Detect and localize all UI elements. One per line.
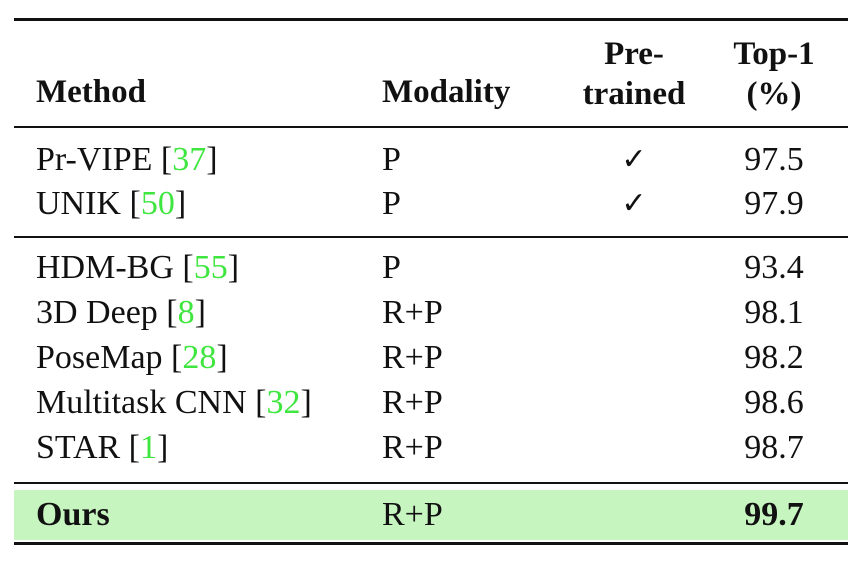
top1-cell: 97.5 [744, 141, 804, 178]
table-row: 3D Deep [8] R+P 98.1 [14, 291, 848, 335]
method-cell: Multitask CNN [32] [36, 381, 312, 425]
ours-method: Ours [36, 496, 110, 533]
modality-cell: P [382, 185, 401, 222]
method-bracket: ] [174, 185, 187, 222]
modality-cell: P [382, 249, 401, 286]
header-row: Method Modality Pre- trained Top-1 (%) [14, 34, 848, 134]
method-cell: Pr-VIPE [37] [36, 138, 218, 182]
ours-highlight [14, 490, 848, 540]
top1-cell: 97.9 [744, 185, 804, 222]
method-bracket: ] [194, 294, 206, 331]
check-icon: ✓ [621, 142, 647, 177]
method-name: Multitask CNN [ [36, 384, 267, 421]
method-bracket: ] [216, 339, 228, 376]
header-rule [14, 126, 848, 128]
top1-cell: 98.2 [744, 339, 804, 376]
header-top1-line2: (%) [746, 76, 802, 112]
citation-link[interactable]: 32 [266, 384, 301, 421]
method-cell: 3D Deep [8] [36, 291, 206, 335]
top-rule [14, 18, 848, 21]
table-row: UNIK [50] P ✓ 97.9 [14, 182, 848, 226]
top1-cell: 98.7 [744, 429, 804, 466]
bottom-rule [14, 542, 848, 545]
pretrained-cell [574, 246, 694, 290]
modality-cell: R+P [382, 429, 443, 466]
ours-top1: 99.7 [744, 496, 804, 533]
citation-link[interactable]: 55 [193, 249, 228, 286]
method-name: Pr-VIPE [ [36, 141, 173, 178]
citation-link[interactable]: 1 [140, 429, 158, 466]
table-row: Pr-VIPE [37] P ✓ 97.5 [14, 138, 848, 182]
top1-cell: 98.6 [744, 384, 804, 421]
ours-modality: R+P [382, 496, 443, 533]
method-bracket: ] [300, 384, 312, 421]
pretrained-cell [574, 291, 694, 335]
method-name: PoseMap [ [36, 339, 183, 376]
header-pretrained: Pre- trained [574, 34, 694, 114]
method-cell: STAR [1] [36, 426, 168, 470]
citation-link[interactable]: 50 [140, 185, 175, 222]
header-pretrained-line2: trained [582, 76, 686, 112]
ours-pretrained [574, 493, 694, 537]
method-cell: PoseMap [28] [36, 336, 228, 380]
top1-cell: 98.1 [744, 294, 804, 331]
modality-cell: R+P [382, 384, 443, 421]
method-bracket: ] [157, 429, 169, 466]
ours-rule [14, 482, 848, 484]
header-top1-line1: Top-1 [733, 36, 815, 72]
method-bracket: ] [227, 249, 240, 286]
table-row: STAR [1] R+P 98.7 [14, 426, 848, 470]
method-cell: HDM-BG [55] [36, 246, 239, 290]
method-name: STAR [ [36, 429, 141, 466]
top1-cell: 93.4 [744, 249, 804, 286]
pretrained-cell [574, 426, 694, 470]
header-modality: Modality [382, 74, 511, 110]
pretrained-cell [574, 336, 694, 380]
modality-cell: P [382, 141, 401, 178]
check-icon: ✓ [621, 186, 647, 221]
table-row: Multitask CNN [32] R+P 98.6 [14, 381, 848, 425]
method-bracket: ] [206, 141, 218, 178]
pretrained-cell [574, 381, 694, 425]
table-row: PoseMap [28] R+P 98.2 [14, 336, 848, 380]
method-cell: UNIK [50] [36, 182, 186, 226]
header-pretrained-line1: Pre- [604, 36, 664, 72]
ours-row: Ours R+P 99.7 [14, 493, 848, 537]
citation-link[interactable]: 8 [177, 294, 195, 331]
header-method: Method [36, 74, 146, 110]
method-name: HDM-BG [ [36, 249, 194, 286]
citation-link[interactable]: 37 [172, 141, 207, 178]
group-rule [14, 236, 848, 238]
header-top1: Top-1 (%) [714, 34, 834, 114]
method-name: UNIK [ [36, 185, 141, 222]
table-row: HDM-BG [55] P 93.4 [14, 246, 848, 290]
modality-cell: R+P [382, 294, 443, 331]
method-name: 3D Deep [ [36, 294, 178, 331]
citation-link[interactable]: 28 [182, 339, 217, 376]
modality-cell: R+P [382, 339, 443, 376]
